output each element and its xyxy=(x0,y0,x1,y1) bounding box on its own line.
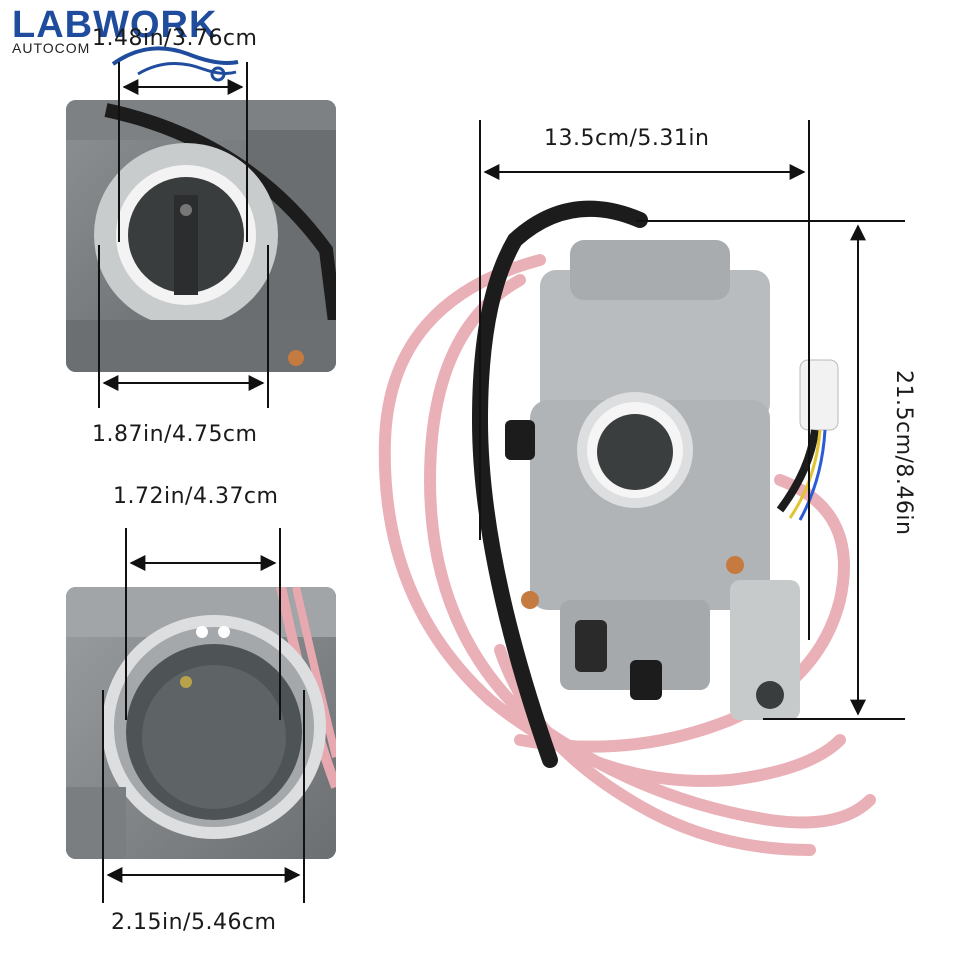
dimension-inner-bottom: 1.72in/4.37cm xyxy=(113,484,279,509)
intake-closeup-photo xyxy=(66,100,336,372)
dimension-height: 21.5cm/8.46in xyxy=(891,370,916,536)
carburetor-product-photo xyxy=(370,180,890,880)
dimension-width: 13.5cm/5.31in xyxy=(544,126,710,151)
brand-logo: LABWORK AUTOCOM xyxy=(8,4,248,94)
dimension-outer-bottom: 2.15in/5.46cm xyxy=(111,910,277,935)
outlet-closeup-photo xyxy=(66,587,336,859)
dimension-outer-top: 1.87in/4.75cm xyxy=(92,422,258,447)
brand-subtitle: AUTOCOM xyxy=(12,40,91,56)
brand-name: LABWORK xyxy=(12,4,218,46)
dimension-inner-top: 1.48in/3.76cm xyxy=(92,26,258,51)
